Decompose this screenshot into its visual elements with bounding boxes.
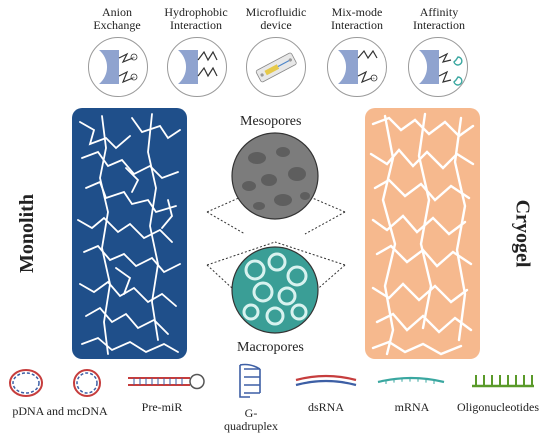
- mesopores-label: Mesopores: [240, 114, 302, 129]
- oligonucleotides-label: Oligonucleotides: [457, 400, 539, 414]
- minicircle-dna-icon: [70, 366, 104, 400]
- monolith-title: Monolith: [15, 194, 38, 273]
- mix-mode-interaction-label: Mix-mode Interaction: [331, 5, 383, 32]
- macropores-label: Macropores: [237, 340, 304, 355]
- cryogel-block: [365, 108, 480, 359]
- g-quadruplex-icon: [236, 363, 266, 403]
- g-quadruplex-label: G- quadruplex: [224, 406, 278, 433]
- anion-exchange-icon: + +: [88, 37, 148, 97]
- dsrna-label: dsRNA: [307, 400, 344, 414]
- oligonucleotides-icon: [470, 372, 536, 390]
- cryogel-title: Cryogel: [511, 199, 534, 268]
- hydrophobic-interaction-icon: [167, 37, 227, 97]
- microfluidic-device-label: Microfluidic device: [245, 5, 307, 32]
- svg-text:+: +: [133, 56, 136, 61]
- dsrna-icon: [294, 374, 358, 390]
- affinity-interaction-icon: [408, 37, 468, 97]
- pre-mir-hairpin-icon: [126, 372, 206, 392]
- plasmid-dna-icon: [6, 366, 46, 400]
- hydrophobic-interaction-label: Hydrophobic Interaction: [164, 5, 228, 32]
- mrna-label: mRNA: [394, 400, 430, 414]
- pre-mir-label: Pre-miR: [141, 400, 183, 414]
- pdna-mcdna-label: pDNA and mcDNA: [12, 404, 108, 418]
- anion-exchange-label: Anion Exchange: [93, 5, 141, 32]
- svg-text:+: +: [133, 76, 136, 81]
- macropores-circle: [231, 246, 319, 334]
- mrna-icon: [376, 374, 446, 390]
- microfluidic-device-icon: [246, 37, 306, 97]
- monolith-block: [72, 108, 187, 359]
- affinity-interaction-label: Affinity Interaction: [413, 5, 465, 32]
- mesopores-circle: [231, 132, 319, 220]
- mix-mode-interaction-icon: +: [327, 37, 387, 97]
- pores-zoom-diagram: [187, 130, 365, 340]
- svg-text:+: +: [373, 77, 376, 82]
